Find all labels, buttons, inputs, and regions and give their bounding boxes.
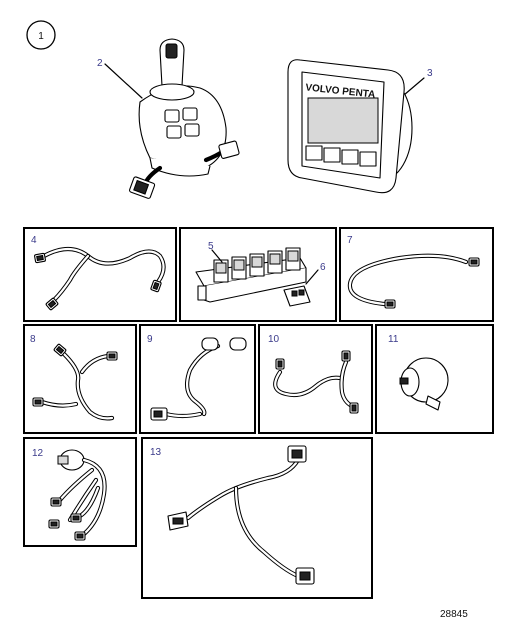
callout-11: 11 xyxy=(388,334,399,345)
leader-line-3 xyxy=(403,77,425,96)
panel-13 xyxy=(141,437,373,599)
connector-block-5-illustration xyxy=(195,247,307,303)
harness-8-illustration xyxy=(32,343,118,421)
callout-5: 5 xyxy=(208,241,214,252)
harness-12-illustration xyxy=(48,449,107,541)
panel-12 xyxy=(23,437,137,547)
callout-3: 3 xyxy=(427,68,433,79)
callout-10: 10 xyxy=(268,334,280,345)
harness-9-illustration xyxy=(150,337,247,421)
cable-7-illustration xyxy=(347,253,480,309)
harness-4-illustration xyxy=(33,246,166,311)
panel-11 xyxy=(375,324,494,434)
joystick-illustration xyxy=(104,38,240,199)
sheet-number-badge: 1 xyxy=(26,20,56,50)
panel-10 xyxy=(258,324,373,434)
harness-13-illustration xyxy=(167,445,315,585)
panel-7 xyxy=(339,227,494,322)
display-illustration: VOLVO PENTA xyxy=(287,59,425,194)
panel-8 xyxy=(23,324,137,434)
callout-6: 6 xyxy=(320,262,326,273)
sensor-11-illustration xyxy=(399,357,449,411)
panel-5-6 xyxy=(179,227,337,322)
callout-9: 9 xyxy=(147,334,153,345)
callout-13: 13 xyxy=(150,447,162,458)
callout-4: 4 xyxy=(31,235,37,246)
leader-line-2 xyxy=(104,63,143,99)
callout-8: 8 xyxy=(30,334,36,345)
drawing-reference: 28845 xyxy=(440,609,468,620)
callout-12: 12 xyxy=(32,448,44,459)
panel-9 xyxy=(139,324,256,434)
panel-4 xyxy=(23,227,177,322)
harness-10-illustration xyxy=(273,350,359,414)
callout-2: 2 xyxy=(97,58,103,69)
sheet-number: 1 xyxy=(38,31,44,42)
callout-7: 7 xyxy=(347,235,353,246)
plug-6-illustration xyxy=(283,269,319,307)
